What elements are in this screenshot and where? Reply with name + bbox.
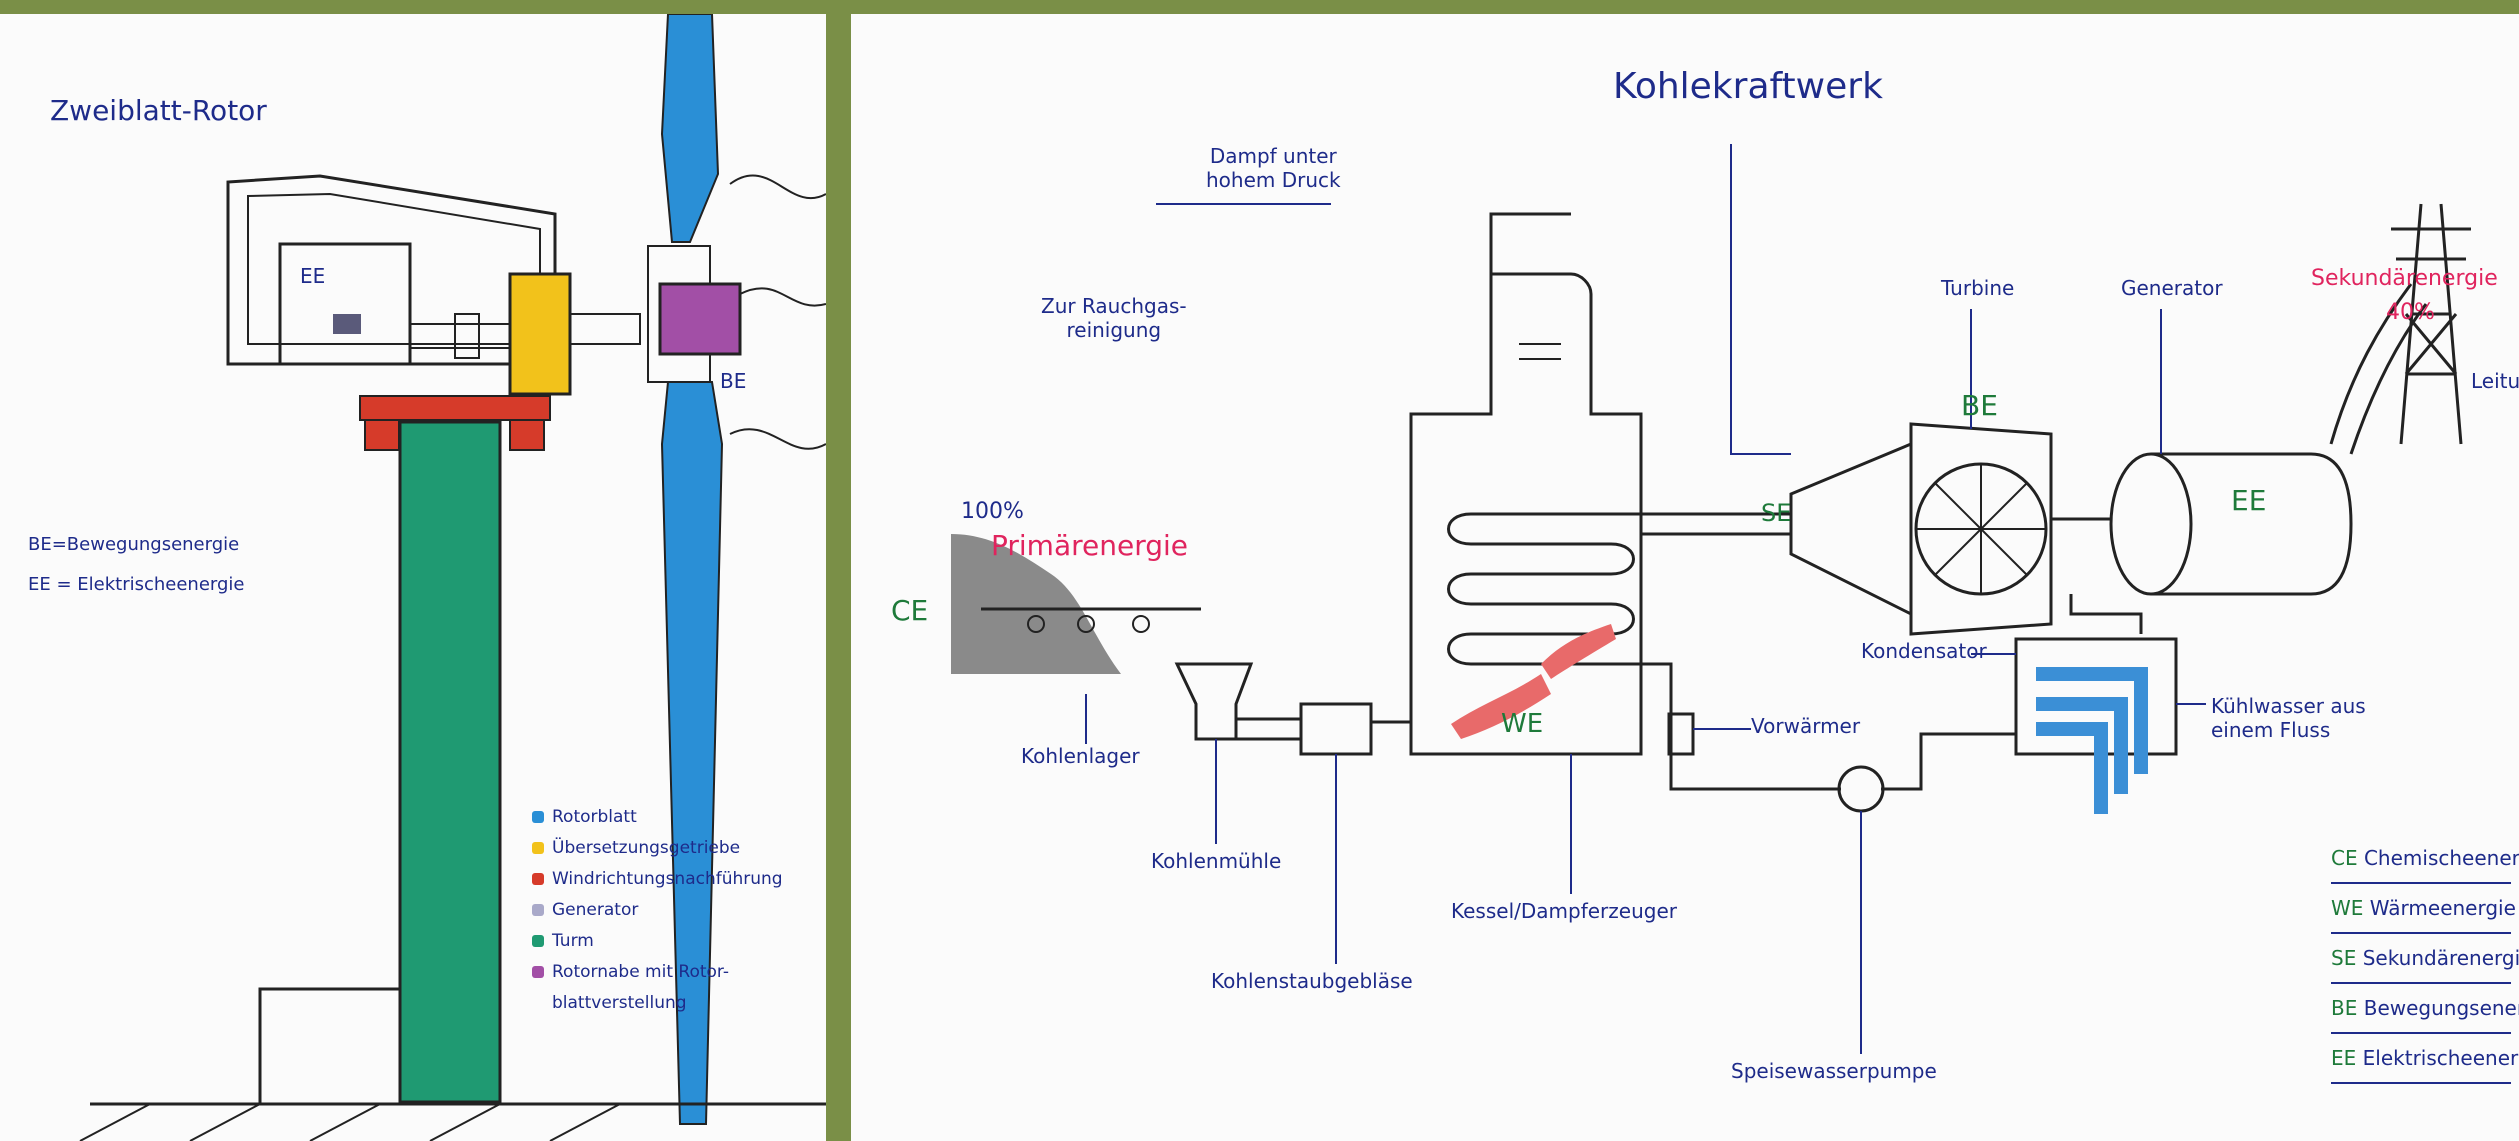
label-ee-inline: EE (2231, 484, 2266, 517)
label-speise: Speisewasserpumpe (1731, 1059, 1937, 1083)
legend-text: Wärmeenergie (2370, 896, 2516, 920)
yaw-bearing (360, 396, 550, 420)
plant-legend: CE Chemischeenergie WE Wärmeenergie SE S… (2331, 834, 2511, 1084)
hub-label: BE (720, 369, 746, 393)
label-dampf: Dampf unter hohem Druck (1206, 144, 1341, 192)
label-we-inline: WE (1501, 709, 1543, 739)
coal-plant-drawing (851, 14, 2519, 1141)
preheater (1669, 714, 1693, 754)
cooling-water-pipes (2036, 674, 2141, 814)
legend-text: Sekundärenergie (2363, 946, 2519, 970)
flame-2 (1541, 624, 1616, 679)
label-ce: CE (891, 594, 928, 627)
label-leitungsmast: Leitungsmast (2471, 369, 2519, 393)
ground-hatch-5 (550, 1104, 620, 1141)
label-be-inline: BE (1961, 389, 1998, 422)
label-kessel: Kessel/Dampferzeuger (1451, 899, 1677, 923)
ground-hatch-1 (80, 1104, 150, 1141)
legend-item-getriebe: Übersetzungsgetriebe (532, 833, 783, 864)
legend-text: Bewegungsenergie (2364, 996, 2519, 1020)
legend-code: BE (2331, 996, 2357, 1020)
label-100-percent: 100% (961, 499, 1024, 524)
dust-blower (1301, 704, 1371, 754)
legend-row-ce: CE Chemischeenergie (2331, 834, 2511, 884)
label-40-percent: 40% (2386, 300, 2435, 325)
legend-item-nachfuehrung: Windrichtungsnachführung (532, 864, 783, 895)
label-generator: Generator (2121, 276, 2223, 300)
label-kohlenlager: Kohlenlager (1021, 744, 1140, 768)
ground-hatch-3 (310, 1104, 380, 1141)
label-kondensator: Kondensator (1861, 639, 1987, 663)
wind-turbine-panel: Zweiblatt-Rotor EE BE BE=Bewegungsenergi… (0, 14, 826, 1141)
legend-swatch (532, 811, 544, 823)
coupling (455, 314, 479, 358)
legend-item-rotorblatt: Rotorblatt (532, 802, 783, 833)
legend-item-generator: Generator (532, 895, 783, 926)
tower (400, 422, 500, 1102)
nacelle-inner (248, 194, 540, 344)
wind-title: Zweiblatt-Rotor (50, 94, 267, 127)
legend-text: Chemischeenergie (2364, 846, 2519, 870)
definition-ee: EE = Elektrischeenergie (28, 574, 245, 595)
legend-swatch (532, 966, 544, 978)
feedwater-line-1 (1881, 734, 2016, 789)
legend-code: EE (2331, 1046, 2356, 1070)
generator-front (2111, 454, 2191, 594)
legend-text: Elektrischeenergie (2363, 1046, 2519, 1070)
gearbox (510, 274, 570, 394)
generator-label: EE (300, 264, 325, 288)
legend-swatch (532, 873, 544, 885)
label-kuehlwasser: Kühlwasser aus einem Fluss (2211, 694, 2366, 742)
label-kohlenmuehle: Kohlenmühle (1151, 849, 1281, 873)
generator-box (280, 244, 410, 364)
generator-fill (333, 314, 361, 334)
coal-mill (1177, 664, 1251, 739)
label-sekundaer: Sekundärenergie (2311, 266, 2498, 291)
legend-item-rotornabe-cont: blattverstellung (532, 988, 783, 1019)
legend-row-se: SE Sekundärenergie (2331, 934, 2511, 984)
legend-swatch (532, 842, 544, 854)
turbine-exhaust (2071, 594, 2141, 634)
yaw-drive-left (365, 420, 399, 450)
wind-line-3 (730, 429, 826, 449)
feed-pump (1839, 767, 1883, 811)
coal-plant-panel: Kohlekraftwerk Dampf unter hohem Druck Z… (851, 14, 2519, 1141)
turbine-inlet (1791, 444, 1911, 614)
ground-hatch-4 (430, 1104, 500, 1141)
base-box (260, 989, 400, 1104)
legend-swatch (532, 904, 544, 916)
ground-hatch-2 (190, 1104, 260, 1141)
label-turbine: Turbine (1941, 276, 2014, 300)
label-primaer: Primärenergie (991, 529, 1188, 562)
legend-row-we: WE Wärmeenergie (2331, 884, 2511, 934)
label-rauchgas: Zur Rauchgas- reinigung (1041, 294, 1187, 342)
wind-line-1 (730, 175, 826, 198)
boiler-coil (1449, 514, 1642, 664)
legend-code: CE (2331, 846, 2358, 870)
flue-duct (1491, 214, 1571, 274)
label-kohlenstaub: Kohlenstaubgebläse (1211, 969, 1413, 993)
rotor-blade-top (662, 14, 718, 242)
definition-be: BE=Bewegungsenergie (28, 534, 239, 555)
yaw-drive-right (510, 420, 544, 450)
label-se-inline: SE (1761, 499, 1791, 527)
rotor-hub (660, 284, 740, 354)
plant-title: Kohlekraftwerk (1613, 66, 1883, 107)
conveyor-roller-3 (1133, 616, 1149, 632)
leader-dampf (1731, 144, 1791, 454)
legend-item-rotornabe: Rotornabe mit Rotor- (532, 957, 783, 988)
legend-code: WE (2331, 896, 2363, 920)
label-vorwaermer: Vorwärmer (1751, 714, 1860, 738)
legend-row-ee: EE Elektrischeenergie (2331, 1034, 2511, 1084)
wind-legend: Rotorblatt Übersetzungsgetriebe Windrich… (532, 802, 783, 1019)
legend-swatch (532, 935, 544, 947)
legend-row-be: BE Bewegungsenergie (2331, 984, 2511, 1034)
wind-line-2 (740, 288, 826, 305)
hub-shaft (570, 314, 640, 344)
legend-code: SE (2331, 946, 2356, 970)
legend-item-turm: Turm (532, 926, 783, 957)
